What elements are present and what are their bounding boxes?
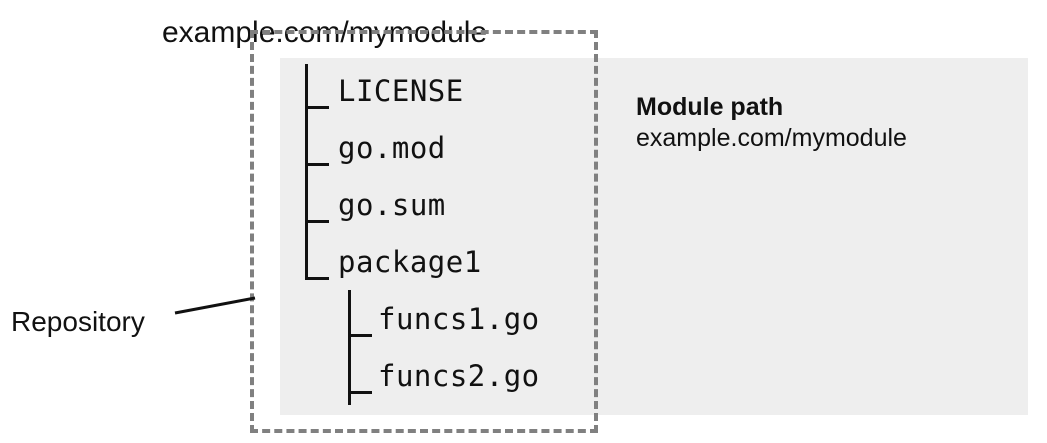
file-tree: LICENSE go.mod go.sum package1 funcs1.go… [300,58,600,415]
tree-branch-connector [348,391,372,394]
tree-branch-connector [305,220,329,223]
repository-leader-line [174,296,256,315]
tree-item-label: LICENSE [338,74,464,108]
tree-trunk-level-2 [348,290,351,405]
repository-label: Repository [11,306,145,337]
module-path-title: example.com/mymodule [162,16,488,49]
module-annotation-title: Module path [636,93,784,121]
tree-item-label: go.sum [338,188,446,222]
tree-branch-connector [348,334,372,337]
module-panel [280,58,1028,415]
tree-item-label: funcs2.go [378,359,540,393]
tree-branch-connector [305,163,329,166]
module-annotation-value: example.com/mymodule [636,124,907,152]
tree-item-label: package1 [338,245,482,279]
tree-trunk-level-1 [305,64,308,278]
tree-item-label: go.mod [338,131,446,165]
tree-item-label: funcs1.go [378,302,540,336]
tree-branch-connector [305,277,329,280]
tree-branch-connector [305,106,329,109]
module-annotation: Module path example.com/mymodule [636,92,1016,154]
